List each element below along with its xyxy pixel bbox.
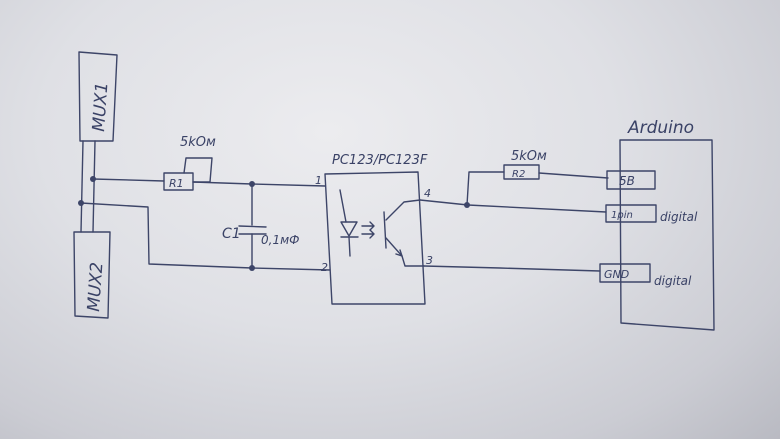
phototransistor-symbol [383, 199, 425, 267]
r2-ref-label: R2 [512, 169, 525, 180]
pin-4-label: 4 [424, 187, 431, 200]
mux2-block: MUX2 [73, 231, 111, 319]
pin-gnd-box [599, 263, 651, 283]
pin-1pin-label: 1pin [611, 210, 633, 221]
pin-1-label: 1 [315, 174, 322, 187]
pin-1pin-box [605, 204, 657, 223]
resistor-r1: R1 5kOм [163, 135, 216, 191]
c1-value-label: 0,1мФ [261, 233, 299, 247]
mux1-label: MUX1 [89, 81, 112, 132]
digital-label-2: digital [654, 274, 692, 288]
r1-value-label: 5kOм [180, 135, 216, 150]
c1-ref-label: C1 [222, 226, 241, 242]
pin-3-label: 3 [426, 254, 433, 267]
r1-ref-label: R1 [169, 177, 184, 190]
pin-5v-label: 5B [619, 174, 635, 188]
mux1-block: MUX1 [78, 51, 118, 142]
mux-bus-wires [78, 140, 96, 233]
pin-5v-box [606, 170, 656, 190]
wire-bottom-input [80, 202, 331, 271]
optocoupler-pc123: PC123/PC123F 1 2 4 3 [315, 153, 433, 305]
capacitor-c1: C1 0,1мФ [222, 181, 299, 271]
arduino-block: Arduino 5B 1pin digital GND digital [599, 118, 715, 331]
led-symbol [339, 189, 375, 257]
pin-2-label: 2 [321, 261, 328, 274]
digital-label-1: digital [660, 210, 698, 224]
pin-gnd-label: GND [604, 268, 629, 281]
output-wires [419, 171, 609, 272]
arduino-label: Arduino [627, 118, 694, 138]
resistor-r2: R2 5kOм [503, 149, 547, 180]
mux2-label: MUX2 [84, 261, 107, 312]
opto-part-label: PC123/PC123F [332, 153, 428, 168]
r2-value-label: 5kOм [511, 149, 547, 164]
